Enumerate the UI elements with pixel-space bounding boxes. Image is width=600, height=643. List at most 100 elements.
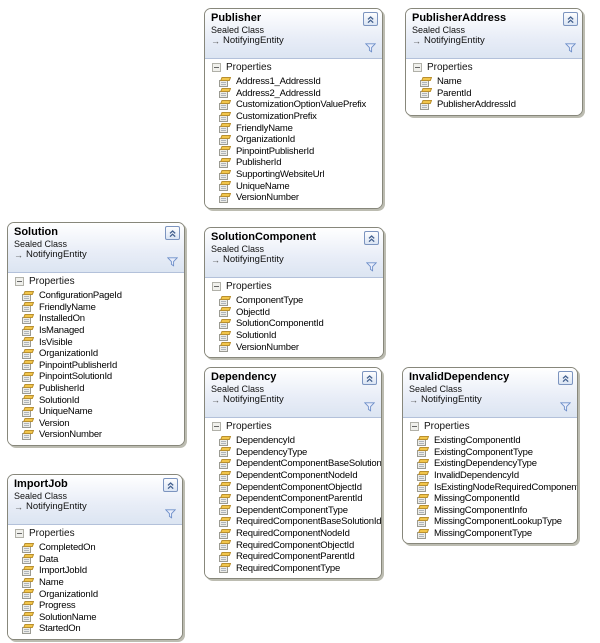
collapse-minus-icon[interactable] — [212, 422, 221, 431]
property-row[interactable]: MissingComponentLookupType — [403, 516, 577, 528]
collapse-shape-button[interactable] — [165, 226, 180, 240]
property-icon — [219, 146, 231, 157]
collapse-minus-icon[interactable] — [15, 529, 24, 538]
filter-icon[interactable] — [165, 506, 176, 524]
property-icon — [417, 528, 429, 539]
property-row[interactable]: InstalledOn — [8, 313, 184, 325]
property-row[interactable]: ParentId — [406, 88, 582, 100]
properties-section-header[interactable]: Properties — [205, 278, 383, 294]
collapse-shape-button[interactable] — [364, 231, 379, 245]
property-row[interactable]: DependencyId — [205, 435, 381, 447]
property-row[interactable]: VersionNumber — [205, 192, 382, 204]
property-row[interactable]: SolutionId — [205, 330, 383, 342]
filter-icon[interactable] — [565, 40, 576, 58]
property-row[interactable]: CustomizationPrefix — [205, 111, 382, 123]
property-row[interactable]: ObjectId — [205, 307, 383, 319]
class-box-solutioncomponent[interactable]: SolutionComponent Sealed Class → Notifyi… — [204, 227, 384, 358]
property-row[interactable]: Address1_AddressId — [205, 76, 382, 88]
property-row[interactable]: OrganizationId — [8, 588, 182, 600]
properties-section-header[interactable]: Properties — [8, 273, 184, 289]
property-row[interactable]: IsExistingNodeRequiredComponent — [403, 481, 577, 493]
properties-section-header[interactable]: Properties — [403, 418, 577, 434]
property-row[interactable]: DependencyType — [205, 447, 381, 459]
property-row[interactable]: ExistingComponentId — [403, 435, 577, 447]
class-box-publisheraddress[interactable]: PublisherAddress Sealed Class → Notifyin… — [405, 8, 583, 116]
property-row[interactable]: RequiredComponentObjectId — [205, 539, 381, 551]
class-box-publisher[interactable]: Publisher Sealed Class → NotifyingEntity… — [204, 8, 383, 209]
filter-icon[interactable] — [560, 399, 571, 417]
collapse-minus-icon[interactable] — [212, 63, 221, 72]
property-row[interactable]: PublisherAddressId — [406, 99, 582, 111]
collapse-shape-button[interactable] — [363, 12, 378, 26]
property-row[interactable]: SupportingWebsiteUrl — [205, 169, 382, 181]
class-box-dependency[interactable]: Dependency Sealed Class → NotifyingEntit… — [204, 367, 382, 580]
property-row[interactable]: MissingComponentType — [403, 528, 577, 540]
property-row[interactable]: MissingComponentId — [403, 493, 577, 505]
filter-icon[interactable] — [365, 40, 376, 58]
collapse-shape-button[interactable] — [362, 371, 377, 385]
property-row[interactable]: VersionNumber — [205, 341, 383, 353]
property-row[interactable]: CustomizationOptionValuePrefix — [205, 99, 382, 111]
properties-section-header[interactable]: Properties — [205, 418, 381, 434]
collapse-minus-icon[interactable] — [410, 422, 419, 431]
property-row[interactable]: InvalidDependencyId — [403, 470, 577, 482]
property-row[interactable]: DependentComponentObjectId — [205, 481, 381, 493]
property-row[interactable]: Address2_AddressId — [205, 88, 382, 100]
properties-section-header[interactable]: Properties — [8, 525, 182, 541]
filter-icon[interactable] — [366, 259, 377, 277]
property-row[interactable]: VersionNumber — [8, 429, 184, 441]
property-row[interactable]: StartedOn — [8, 623, 182, 635]
property-row[interactable]: Progress — [8, 600, 182, 612]
collapse-shape-button[interactable] — [163, 478, 178, 492]
property-row[interactable]: Name — [8, 577, 182, 589]
property-row[interactable]: SolutionComponentId — [205, 318, 383, 330]
property-row[interactable]: PinpointSolutionId — [8, 371, 184, 383]
collapse-shape-button[interactable] — [563, 12, 578, 26]
property-row[interactable]: RequiredComponentParentId — [205, 551, 381, 563]
property-row[interactable]: Name — [406, 76, 582, 88]
collapse-minus-icon[interactable] — [212, 282, 221, 291]
property-row[interactable]: IsManaged — [8, 325, 184, 337]
collapse-minus-icon[interactable] — [413, 63, 422, 72]
property-row[interactable]: ConfigurationPageId — [8, 290, 184, 302]
properties-section-header[interactable]: Properties — [406, 59, 582, 75]
property-row[interactable]: DependentComponentNodeId — [205, 470, 381, 482]
property-row[interactable]: PinpointPublisherId — [205, 146, 382, 158]
property-row[interactable]: RequiredComponentBaseSolutionId — [205, 516, 381, 528]
property-row[interactable]: RequiredComponentNodeId — [205, 528, 381, 540]
filter-icon[interactable] — [364, 399, 375, 417]
property-row[interactable]: Version — [8, 418, 184, 430]
property-row[interactable]: UniqueName — [8, 406, 184, 418]
property-row[interactable]: IsVisible — [8, 336, 184, 348]
property-row[interactable]: PublisherId — [205, 157, 382, 169]
filter-icon[interactable] — [167, 254, 178, 272]
property-row[interactable]: DependentComponentParentId — [205, 493, 381, 505]
property-row[interactable]: FriendlyName — [205, 122, 382, 134]
property-row[interactable]: ExistingComponentType — [403, 447, 577, 459]
property-row[interactable]: OrganizationId — [8, 348, 184, 360]
property-row[interactable]: SolutionName — [8, 612, 182, 624]
property-row[interactable]: FriendlyName — [8, 302, 184, 314]
class-box-solution[interactable]: Solution Sealed Class → NotifyingEntity … — [7, 222, 185, 446]
property-row[interactable]: SolutionId — [8, 394, 184, 406]
property-row[interactable]: MissingComponentInfo — [403, 505, 577, 517]
property-row[interactable]: RequiredComponentType — [205, 563, 381, 575]
class-box-importjob[interactable]: ImportJob Sealed Class → NotifyingEntity… — [7, 474, 183, 640]
property-row[interactable]: CompletedOn — [8, 542, 182, 554]
property-row[interactable]: ExistingDependencyType — [403, 458, 577, 470]
collapse-minus-icon[interactable] — [15, 277, 24, 286]
collapse-shape-button[interactable] — [558, 371, 573, 385]
property-row[interactable]: PinpointPublisherId — [8, 360, 184, 372]
property-row[interactable]: Data — [8, 554, 182, 566]
class-box-invaliddependency[interactable]: InvalidDependency Sealed Class → Notifyi… — [402, 367, 578, 545]
property-row[interactable]: DependentComponentBaseSolutionId — [205, 458, 381, 470]
property-row[interactable]: DependentComponentType — [205, 505, 381, 517]
property-name: PublisherId — [39, 383, 85, 395]
properties-section-label: Properties — [226, 62, 272, 73]
property-row[interactable]: ComponentType — [205, 295, 383, 307]
properties-section-header[interactable]: Properties — [205, 59, 382, 75]
property-row[interactable]: PublisherId — [8, 383, 184, 395]
property-row[interactable]: OrganizationId — [205, 134, 382, 146]
property-row[interactable]: ImportJobId — [8, 565, 182, 577]
property-row[interactable]: UniqueName — [205, 180, 382, 192]
